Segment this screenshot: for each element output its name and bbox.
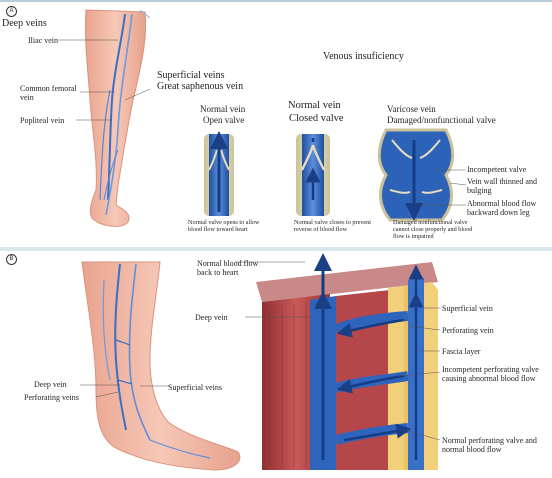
- label-deep-vein-leg: Deep vein: [34, 380, 67, 389]
- label-normal-flow-heart: Normal blood flow back to heart: [197, 259, 275, 277]
- label-great-saphenous-vein: Great saphenous vein: [157, 81, 243, 92]
- label-common-femoral-vein: Common femoral vein: [20, 84, 80, 102]
- label-superficial-vein: Superficial vein: [442, 304, 493, 313]
- label-incompetent-perforating: Incompetent perforating valve causing ab…: [442, 365, 550, 383]
- label-normal-closed-caption: Normal valve closes to prevent reverse o…: [294, 219, 372, 233]
- label-normal-perforating: Normal perforating valve and normal bloo…: [442, 436, 542, 454]
- label-normal-closed-sub: Closed valve: [289, 113, 344, 125]
- label-perforating-vein: Perforating vein: [442, 326, 494, 335]
- label-deep-veins: Deep veins: [2, 18, 47, 29]
- label-normal-open-caption: Normal valve opens to allow blood flow t…: [188, 219, 268, 233]
- label-abnormal-flow: Abnormal blood flow backward down leg: [467, 199, 552, 217]
- label-venous-insufficiency-title: Venous insuficiency: [323, 51, 404, 62]
- leg-a-illustration: [85, 10, 145, 226]
- label-perforating-veins: Perforating veins: [24, 393, 79, 402]
- panel-b-letter: B: [6, 254, 17, 265]
- label-normal-open-title: Normal vein: [200, 104, 245, 114]
- panel-divider: [0, 247, 552, 251]
- label-normal-closed-title: Normal vein: [288, 100, 341, 112]
- label-fascia-layer: Fascia layer: [442, 347, 480, 356]
- vein-normal-closed: [296, 134, 330, 216]
- leg-b-illustration: [82, 262, 240, 470]
- label-normal-open-sub: Open valve: [203, 115, 244, 125]
- label-varicose-title: Varicose vein: [387, 104, 436, 114]
- vein-varicose: [379, 130, 453, 220]
- label-varicose-sub: Damaged/nonfunctional valve: [387, 115, 496, 125]
- panel-a-letter: A: [6, 6, 17, 17]
- label-superficial-veins-b: Superficial veins: [168, 383, 222, 392]
- label-popliteal-vein: Popliteal vein: [20, 116, 64, 125]
- vein-cross-section: [256, 262, 438, 470]
- vein-normal-open: [204, 134, 234, 216]
- label-varicose-caption: Damaged nonfunctional valve cannot close…: [393, 219, 477, 240]
- label-superficial-veins-a: Superficial veins: [157, 70, 224, 81]
- label-incompetent-valve: Incompetent valve: [467, 165, 526, 174]
- label-iliac-vein: Iliac vein: [28, 36, 58, 45]
- label-vein-wall: Vein wall thinned and bulging: [467, 177, 551, 195]
- label-deep-vein-section: Deep vein: [195, 313, 228, 322]
